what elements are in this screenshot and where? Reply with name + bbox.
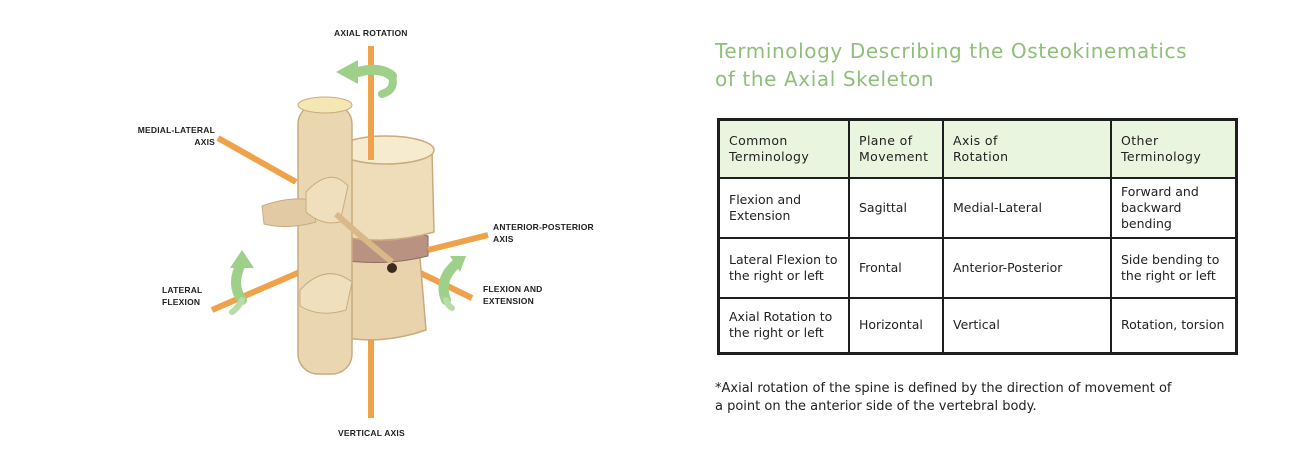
table-cell: Flexion and Extension xyxy=(717,177,850,239)
flexion-extension-arrow xyxy=(438,256,466,311)
upper-transverse-process xyxy=(261,198,317,228)
lateral-flexion-arrow xyxy=(229,250,254,315)
label-line: ANTERIOR-POSTERIOR xyxy=(493,222,594,232)
title-line-1: Terminology Describing the Osteokinemati… xyxy=(715,39,1188,63)
table-cell: Frontal xyxy=(848,237,944,299)
label-line: AXIS xyxy=(493,234,514,244)
header-line: Plane of xyxy=(859,133,913,148)
foramen xyxy=(387,263,397,273)
label-line: AXIS xyxy=(194,137,215,147)
cell-line: Rotation, torsion xyxy=(1121,317,1225,333)
table-cell: Side bending to the right or left xyxy=(1110,237,1238,299)
table-cell: Vertical xyxy=(942,297,1112,354)
header-common-terminology: Common Terminology xyxy=(717,118,850,179)
terminology-table: Common Terminology Plane of Movement Axi… xyxy=(717,118,1238,355)
title-line-2: of the Axial Skeleton xyxy=(715,67,935,91)
cell-line: bending xyxy=(1121,216,1172,231)
upper-facet xyxy=(305,176,349,224)
cell-line: backward xyxy=(1121,200,1182,215)
axial-rotation-arrow xyxy=(336,60,397,98)
label-line: FLEXION AND xyxy=(483,284,543,294)
nerve-root xyxy=(333,211,394,265)
header-axis-of-rotation: Axis of Rotation xyxy=(942,118,1112,179)
vertebra-illustration xyxy=(210,46,489,418)
cell-line: Lateral Flexion to xyxy=(729,252,838,267)
label-line: FLEXION xyxy=(162,297,201,307)
anterior-posterior-axis-line xyxy=(427,232,489,253)
table-cell: Sagittal xyxy=(848,177,944,239)
footnote-line-1: *Axial rotation of the spine is defined … xyxy=(715,381,1172,396)
vertebra-diagram: AXIAL ROTATION MEDIAL-LATERAL AXIS ANTER… xyxy=(135,28,594,438)
label-line: MEDIAL-LATERAL xyxy=(137,125,215,135)
table-cell: Forward and backward bending xyxy=(1110,177,1238,239)
cell-line: Horizontal xyxy=(859,317,923,333)
spinous-column xyxy=(297,103,353,375)
table-cell: Rotation, torsion xyxy=(1110,297,1238,354)
vertical-axis-label: VERTICAL AXIS xyxy=(338,428,405,438)
table-row: Axial Rotation to the right or left Hori… xyxy=(717,297,1238,354)
cell-line: Axial Rotation to xyxy=(729,309,833,325)
header-line: Common xyxy=(729,133,788,148)
anterior-posterior-axis-label: ANTERIOR-POSTERIOR AXIS xyxy=(493,221,594,245)
table-cell: Axial Rotation to the right or left xyxy=(717,297,850,354)
footnote-line-2: a point on the anterior side of the vert… xyxy=(715,399,1037,414)
cell-line: Extension xyxy=(729,208,791,223)
cell-line: Anterior-Posterior xyxy=(953,260,1063,275)
column-top xyxy=(297,96,353,114)
header-line: Terminology xyxy=(729,149,810,164)
table-row: Lateral Flexion to the right or left Fro… xyxy=(717,237,1238,299)
medial-lateral-axis-label: MEDIAL-LATERAL AXIS xyxy=(135,124,215,148)
cell-line: the right or left xyxy=(729,325,824,341)
table-header-row: Common Terminology Plane of Movement Axi… xyxy=(717,118,1238,179)
label-line: EXTENSION xyxy=(483,296,534,306)
page-title: Terminology Describing the Osteokinemati… xyxy=(715,37,1275,93)
header-line: Other xyxy=(1121,133,1159,148)
table-cell: Horizontal xyxy=(848,297,944,354)
header-line: Movement xyxy=(859,149,929,164)
cell-line: Sagittal xyxy=(859,200,907,215)
cell-line: Flexion and xyxy=(729,192,802,207)
cell-line: the right or left xyxy=(1121,268,1216,283)
header-plane-of-movement: Plane of Movement xyxy=(848,118,944,179)
label-line: LATERAL xyxy=(162,285,203,295)
header-line: Axis of xyxy=(953,133,998,148)
cell-line: Vertical xyxy=(953,317,1000,333)
medial-lateral-axis-line xyxy=(216,135,298,185)
lateral-flexion-label: LATERAL FLEXION xyxy=(162,284,202,308)
cell-line: Medial-Lateral xyxy=(953,200,1043,215)
table-cell: Medial-Lateral xyxy=(942,177,1112,239)
table-cell: Anterior-Posterior xyxy=(942,237,1112,299)
footnote: *Axial rotation of the spine is defined … xyxy=(715,380,1255,416)
lower-facet xyxy=(299,273,353,314)
cell-line: Frontal xyxy=(859,260,902,275)
lateral-flexion-axis-line xyxy=(210,269,302,313)
table-row: Flexion and Extension Sagittal Medial-La… xyxy=(717,177,1238,239)
cell-line: the right or left xyxy=(729,268,824,283)
header-other-terminology: Other Terminology xyxy=(1110,118,1238,179)
cell-line: Forward and xyxy=(1121,184,1199,199)
axial-rotation-label: AXIAL ROTATION xyxy=(334,28,408,38)
flexion-extension-label: FLEXION AND EXTENSION xyxy=(483,283,543,307)
header-line: Rotation xyxy=(953,149,1009,164)
table-cell: Lateral Flexion to the right or left xyxy=(717,237,850,299)
header-line: Terminology xyxy=(1121,149,1202,164)
cell-line: Side bending to xyxy=(1121,252,1220,267)
